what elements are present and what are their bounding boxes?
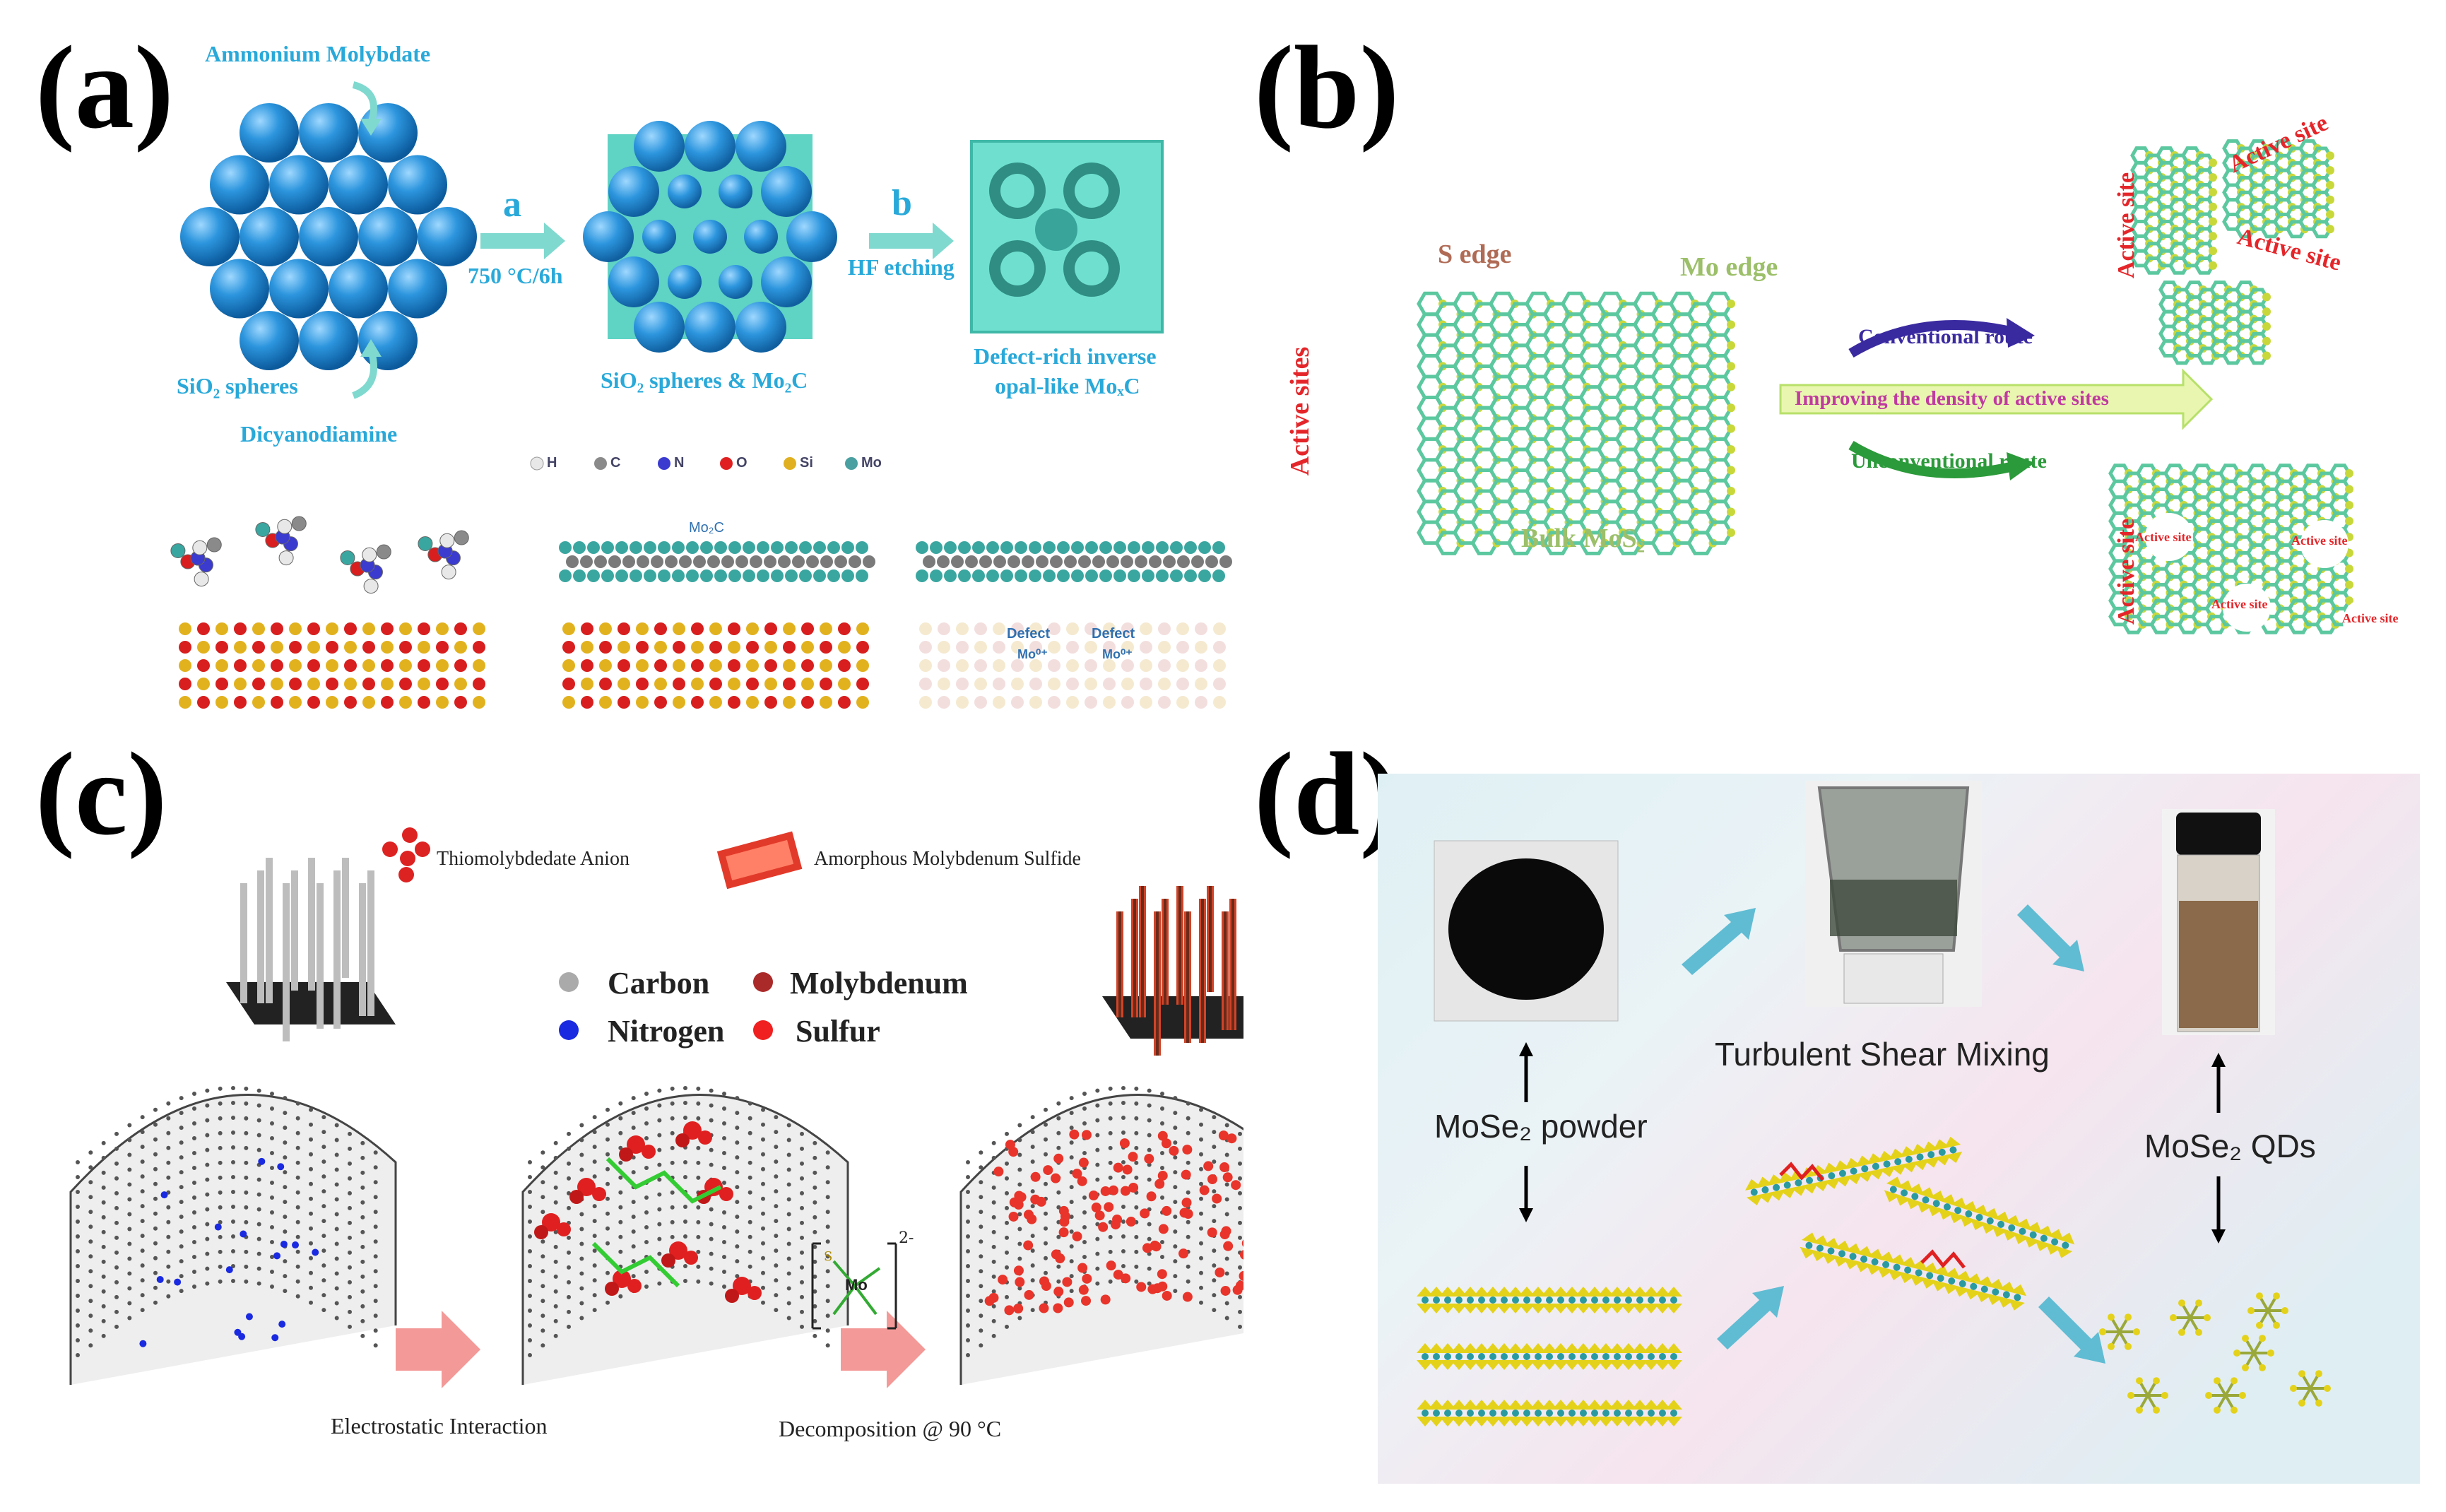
- layered-mose2-crystal: [1417, 1287, 1682, 1427]
- defect-rich-label-line1: Defect-rich inverse: [974, 343, 1157, 370]
- bulk-mos2-label: Bulk MoS₂: [1521, 523, 1645, 554]
- mo-label-2: Mo⁰⁺: [1102, 647, 1133, 662]
- ion-charge: 2-: [899, 1229, 914, 1247]
- step-b-label: b: [892, 182, 912, 224]
- nitrogen-label: Nitrogen: [608, 1013, 724, 1049]
- cn-tube-middle: [523, 1086, 848, 1385]
- decomposition-label: Decomposition @ 90 °C: [779, 1416, 1001, 1442]
- panel-b-graphics: [1243, 0, 2446, 735]
- active-site-top-vertical: Active site: [2113, 155, 2140, 296]
- sio2-lattice-1: [179, 622, 485, 709]
- legend-c: C: [610, 455, 620, 471]
- sio2-sphere-cluster: [180, 103, 477, 370]
- mose2-qds-label: MoSe₂ QDs: [2144, 1127, 2316, 1165]
- carbon-dot: [559, 972, 579, 992]
- nitrogen-dot: [559, 1020, 579, 1040]
- legend-h: H: [547, 455, 557, 471]
- step-a-condition: 750 °C/6h: [468, 263, 563, 289]
- ion-s-label: S: [824, 1249, 832, 1264]
- improving-label: Improving the density of active sites: [1795, 387, 2109, 411]
- legend-n: N: [674, 455, 684, 471]
- thiomolybdate-label: Thiomolybdedate Anion: [437, 848, 630, 870]
- mo-label-1: Mo⁰⁺: [1017, 647, 1048, 662]
- sheared-mose2-crystal: [1743, 1135, 2078, 1312]
- precursor-molecules: [171, 516, 468, 593]
- mo2c-layer-label: Mo₂C: [689, 520, 724, 536]
- active-site-small-4: Active site: [2342, 611, 2398, 626]
- legend-si: Si: [800, 455, 813, 471]
- cn-tube-left: [71, 1086, 396, 1385]
- defect-label-2: Defect: [1092, 626, 1135, 642]
- sulfur-label: Sulfur: [796, 1013, 880, 1049]
- step-b-condition: HF etching: [848, 254, 955, 280]
- conventional-route-label: Conventional route: [1858, 325, 2033, 349]
- arrow-b: [869, 233, 933, 249]
- mo2c-defect-layer: [916, 541, 1232, 709]
- s-edge-label: S edge: [1438, 239, 1512, 270]
- mose2-powder-photo: [1434, 841, 1618, 1021]
- mose2-powder-label: MoSe₂ powder: [1434, 1107, 1648, 1145]
- arrow-electrostatic: [396, 1311, 480, 1388]
- molybdenum-label: Molybdenum: [790, 965, 968, 1001]
- arrow-decomposition: [841, 1311, 926, 1388]
- molybdenum-dot: [753, 972, 773, 992]
- turbulent-label: Turbulent Shear Mixing: [1715, 1035, 2050, 1073]
- panel-d: Turbulent Shear Mixing MoSe₂ powder MoSe…: [1378, 774, 2420, 1484]
- panel-c: Thiomolybdedate Anion Amorphous Molybden…: [0, 735, 1243, 1512]
- shear-spark-2: [1922, 1252, 1964, 1268]
- legend-mo: Mo: [861, 455, 882, 471]
- ammonium-molybdate-label: Ammonium Molybdate: [205, 41, 430, 67]
- defect-label-1: Defect: [1007, 626, 1050, 642]
- active-site-small-3: Active site: [2211, 597, 2267, 612]
- substrate-rods-left: [226, 858, 396, 1041]
- active-sites-vertical-label: Active sites: [1284, 333, 1316, 489]
- legend-o: O: [736, 455, 748, 471]
- bulk-mos2-sheet: [1419, 293, 1735, 553]
- sulfur-dot: [753, 1020, 773, 1040]
- mo-edge-label: Mo edge: [1680, 252, 1778, 283]
- active-site-small-2: Active site: [2291, 533, 2347, 548]
- qd-vial-photo: [2162, 809, 2275, 1035]
- active-site-bottom-vertical: Active site: [2113, 501, 2140, 642]
- arrow-a: [480, 233, 544, 249]
- sio2-mo2c-label: SiO₂ spheres & Mo₂C: [601, 367, 808, 394]
- amorphous-mos-icon: [717, 832, 802, 890]
- step-a-label: a: [503, 184, 521, 225]
- active-site-small-1: Active site: [2135, 530, 2191, 545]
- blender-photo: [1805, 781, 1982, 1007]
- mose2-quantum-dots: [2099, 1292, 2331, 1414]
- panel-a: Ammonium Molybdate a 750 °C/6h b HF etch…: [0, 0, 1243, 735]
- panel-b: S edge Mo edge Active sites Bulk MoS₂ Co…: [1243, 0, 2446, 735]
- amorphous-label: Amorphous Molybdenum Sulfide: [814, 848, 1081, 870]
- substrate-rods-right: [1102, 886, 1243, 1056]
- sio2-spheres-label: SiO₂ spheres: [177, 373, 298, 399]
- unconventional-route-label: Unconventional route: [1851, 449, 2047, 473]
- dicyanodiamine-label: Dicyanodiamine: [240, 421, 397, 447]
- cn-tube-right: [961, 1086, 1243, 1385]
- thiomolybdate-icon: [382, 827, 430, 882]
- carbon-label: Carbon: [608, 965, 709, 1001]
- mo2c-layer-on-sio2: [559, 541, 875, 709]
- defect-rich-label-line2: opal-like MoₓC: [995, 373, 1140, 399]
- ion-mo-label: Mo: [845, 1276, 868, 1294]
- electrostatic-label: Electrostatic Interaction: [331, 1413, 548, 1439]
- inverse-opal-block: [971, 141, 1162, 332]
